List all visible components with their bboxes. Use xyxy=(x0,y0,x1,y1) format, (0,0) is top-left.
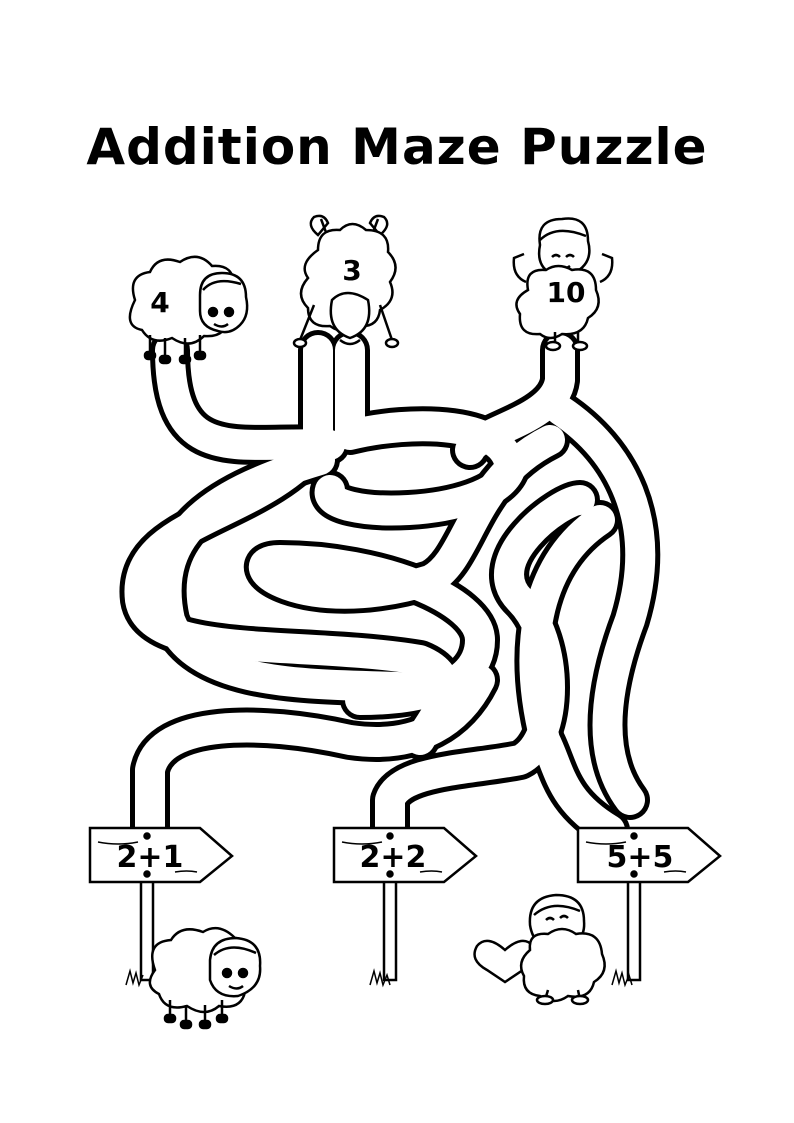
sheep-head xyxy=(329,291,371,340)
heart-icon xyxy=(473,939,537,984)
answer-label-10: 10 xyxy=(547,276,586,309)
wool-body xyxy=(299,222,397,333)
maze-paths xyxy=(119,330,661,850)
decorative-sheep-with-heart xyxy=(473,893,606,1006)
sheep-answer-3[interactable] xyxy=(292,214,400,349)
sheep-head xyxy=(198,271,249,334)
answer-label-4: 4 xyxy=(150,286,169,319)
signpost-2plus1[interactable] xyxy=(88,826,234,988)
answer-label-3: 3 xyxy=(342,254,361,287)
signpost-2plus2[interactable] xyxy=(332,826,478,988)
wool-body xyxy=(515,264,600,340)
decorative-sheep-bottom-left xyxy=(148,926,262,1030)
sheep-answer-4[interactable] xyxy=(128,255,249,365)
page-title: Addition Maze Puzzle xyxy=(86,118,708,176)
sign-label-5plus5: 5+5 xyxy=(607,840,674,875)
sign-label-2plus2: 2+2 xyxy=(360,840,427,875)
sheep-answer-10[interactable] xyxy=(512,217,614,352)
sign-label-2plus1: 2+1 xyxy=(117,840,184,875)
signpost-5plus5[interactable] xyxy=(576,826,722,988)
